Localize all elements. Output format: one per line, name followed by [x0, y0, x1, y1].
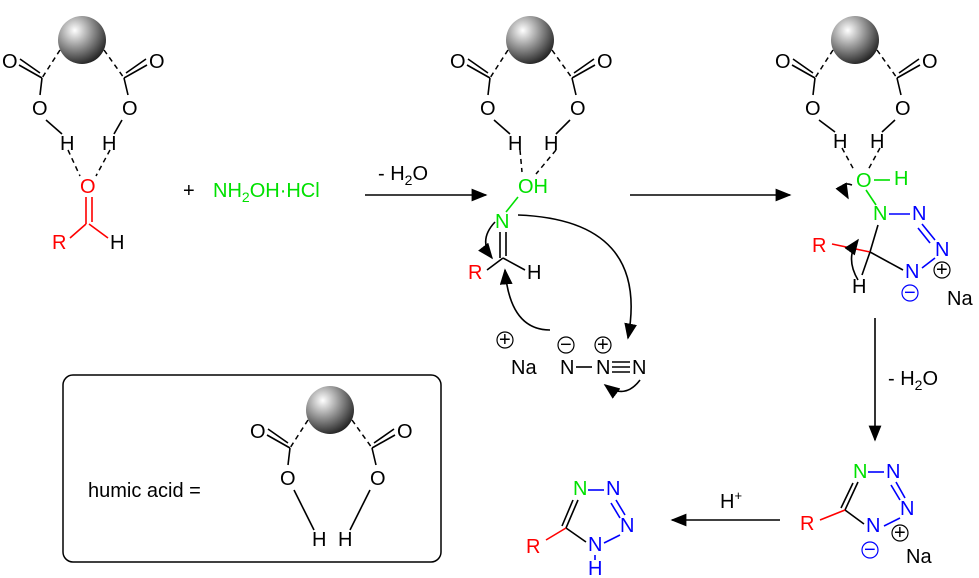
hydroxylamine-reagent: NH2OH·HCl [213, 180, 320, 205]
charge-minus: − [904, 282, 916, 304]
tetrazoline-intermediate: O H N N N N R H − + Na [812, 147, 973, 310]
aldehyde: O R H [52, 149, 124, 254]
arrow-label-4: H+ [720, 488, 742, 513]
atom-h: H [852, 276, 866, 298]
atom-h: H [110, 232, 124, 254]
atom-h: H [102, 133, 116, 155]
legend-label: humic acid = [88, 480, 201, 502]
product-5-substituted-1h-tetrazole: N N N N H R [526, 478, 634, 578]
atom-h: H [588, 558, 602, 578]
arrow-label-1: - H2O [378, 163, 428, 188]
atom-o: O [480, 98, 496, 120]
atom-o: O [32, 98, 48, 120]
atom-o: O [122, 98, 138, 120]
atom-r: R [52, 232, 66, 254]
atom-r: R [800, 513, 814, 535]
atom-n: N [596, 357, 610, 379]
atom-n: N [606, 478, 620, 500]
atom-n: N [886, 461, 900, 483]
atom-n: N [560, 357, 574, 379]
atom-h: H [338, 529, 352, 551]
atom-h: H [894, 168, 908, 190]
atom-o: O [570, 98, 586, 120]
atom-n: N [620, 515, 634, 537]
atom-n: N [588, 534, 602, 556]
atom-h: H [312, 529, 326, 551]
atom-h: H [870, 131, 884, 153]
atom-n: N [873, 203, 887, 225]
atom-o: O [775, 51, 791, 73]
atom-o: O [922, 51, 938, 73]
atom-o: O [370, 468, 386, 490]
atom-o: O [2, 51, 18, 73]
atom-h: H [508, 133, 522, 155]
atom-na: Na [906, 546, 932, 568]
atom-n: N [495, 211, 509, 233]
atom-o: O [450, 51, 466, 73]
atom-oh: OH [518, 176, 548, 198]
humic-sphere [506, 16, 554, 64]
atom-o: O [149, 51, 165, 73]
humic-sphere [58, 16, 106, 64]
atom-na: Na [947, 288, 973, 310]
sodium-tetrazolate: N N N N R − + Na [800, 461, 932, 568]
atom-o: O [250, 421, 266, 443]
legend-box [62, 374, 442, 563]
atom-r: R [812, 235, 826, 257]
atom-h: H [527, 262, 541, 284]
atom-n: N [853, 461, 867, 483]
atom-h: H [60, 133, 74, 155]
atom-n: N [900, 498, 914, 520]
atom-r: R [468, 262, 482, 284]
oxime-intermediate: OH N R H + Na − + N N N [468, 149, 646, 399]
atom-o: O [856, 170, 872, 192]
atom-o: O [280, 468, 296, 490]
atom-na: Na [511, 357, 537, 379]
atom-o: O [805, 98, 821, 120]
atom-r: R [526, 536, 540, 558]
charge-plus: + [936, 259, 948, 281]
humic-sphere [306, 386, 354, 434]
charge-minus: − [560, 334, 572, 356]
atom-h: H [833, 131, 847, 153]
atom-o: O [895, 98, 911, 120]
atom-n: N [912, 203, 926, 225]
atom-h: H [544, 133, 558, 155]
atom-n: N [573, 478, 587, 500]
arrow-label-3: - H2O [888, 368, 938, 393]
atom-n: N [905, 261, 919, 283]
atom-n: N [632, 357, 646, 379]
charge-plus: + [894, 522, 906, 544]
plus-sign: + [183, 180, 195, 202]
atom-o: O [597, 51, 613, 73]
atom-n: N [935, 239, 949, 261]
atom-n: N [866, 515, 880, 537]
atom-o: O [397, 421, 413, 443]
charge-plus: + [499, 329, 511, 351]
charge-plus: + [597, 334, 609, 356]
humic-sphere [831, 16, 879, 64]
atom-o: O [80, 176, 96, 198]
charge-minus: − [864, 539, 876, 561]
